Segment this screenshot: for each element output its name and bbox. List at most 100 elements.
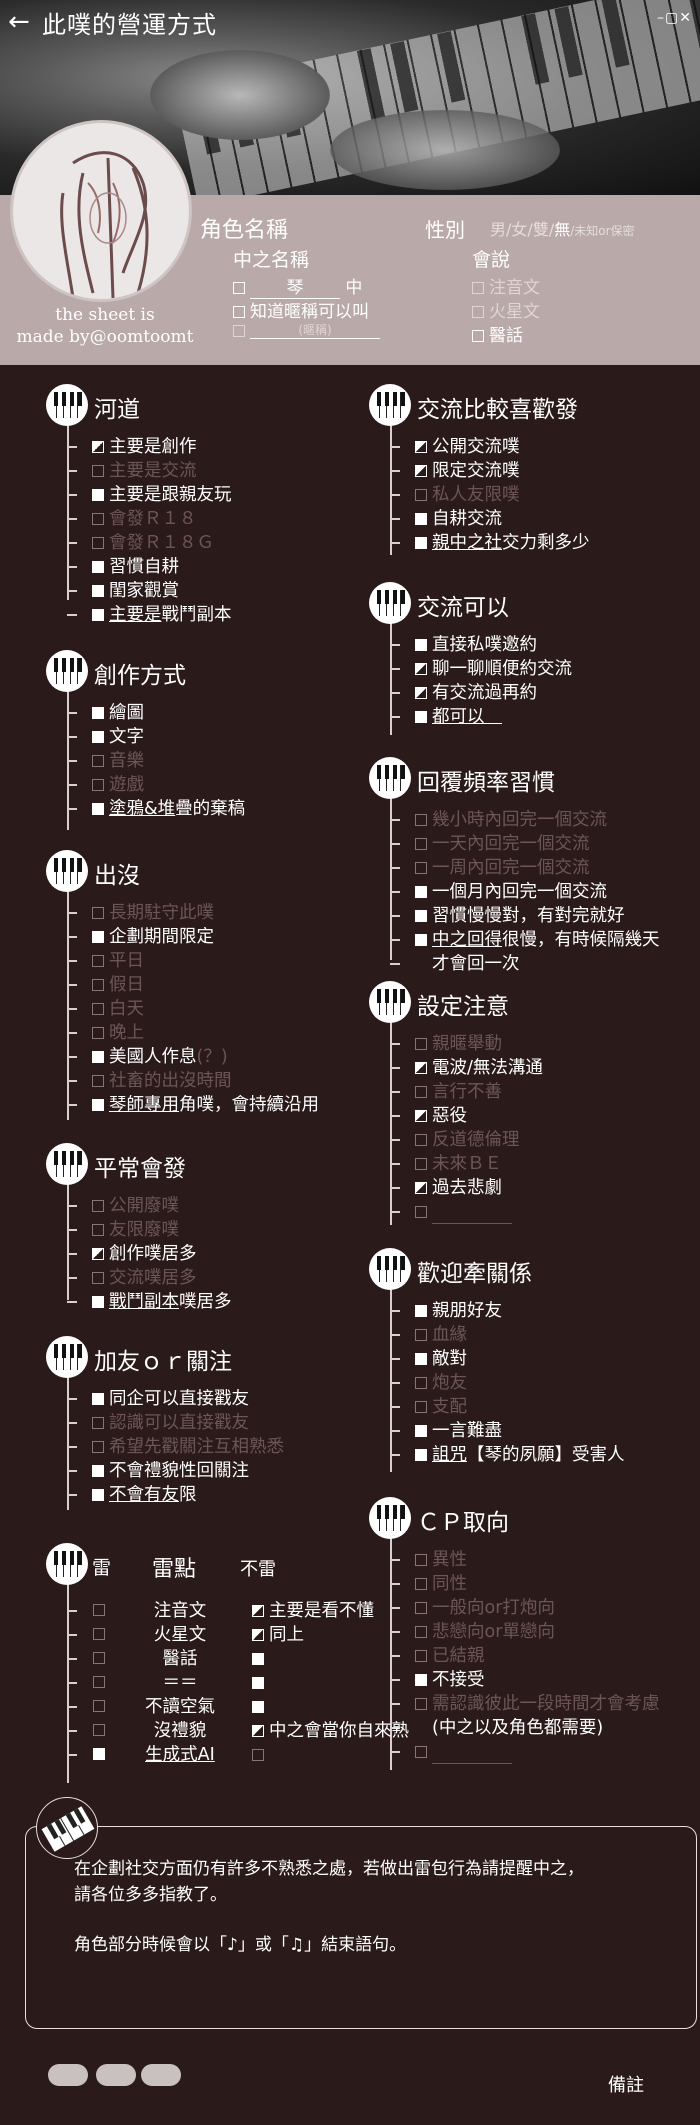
not-thunder-item[interactable]: 同上	[252, 1624, 304, 1646]
checklist-item[interactable]: 美國人作息(？)	[92, 1046, 228, 1068]
checkbox[interactable]	[252, 1677, 264, 1689]
checklist-item[interactable]: 塗鴉&堆疊的棄稿	[92, 798, 245, 820]
checklist-item[interactable]: 中之回得很慢，有時候隔幾天	[415, 929, 660, 951]
checklist-item[interactable]: 戰鬥副本噗居多	[92, 1291, 232, 1313]
checkbox[interactable]	[415, 934, 427, 946]
checklist-item[interactable]: 有交流過再約	[415, 682, 537, 704]
checkbox[interactable]	[415, 1746, 427, 1758]
checklist-item[interactable]: 反道德倫理	[415, 1129, 520, 1151]
checkbox[interactable]	[415, 910, 427, 922]
checklist-item[interactable]: 過去悲劇	[415, 1177, 502, 1199]
tab-pill[interactable]	[141, 2064, 181, 2086]
not-thunder-item[interactable]	[252, 1696, 269, 1718]
checkbox[interactable]	[415, 1401, 427, 1413]
checklist-item[interactable]: 電波/無法溝通	[415, 1057, 543, 1079]
checkbox[interactable]	[415, 1698, 427, 1710]
checkbox[interactable]	[415, 1134, 427, 1146]
checklist-item[interactable]: 創作噗居多	[92, 1243, 197, 1265]
checklist-item[interactable]: 社畜的出沒時間	[92, 1070, 232, 1092]
checkbox[interactable]	[92, 1417, 104, 1429]
checklist-item[interactable]: 同企可以直接戳友	[92, 1388, 249, 1410]
checkbox[interactable]	[415, 1305, 427, 1317]
checkbox[interactable]	[92, 1224, 104, 1236]
checkbox[interactable]	[92, 979, 104, 991]
checkbox[interactable]	[233, 282, 245, 294]
tab-pill[interactable]	[48, 2064, 88, 2086]
checklist-item[interactable]: 私人友限噗	[415, 484, 520, 506]
checkbox[interactable]	[92, 1051, 104, 1063]
checkbox[interactable]	[415, 1425, 427, 1437]
checklist-item[interactable]: 公開廢噗	[92, 1195, 179, 1217]
checklist-item[interactable]: 不會有友限	[92, 1484, 197, 1506]
checklist-item[interactable]: 會發Ｒ１８	[92, 508, 197, 530]
checkbox[interactable]	[252, 1605, 264, 1617]
thunder-checkbox[interactable]	[93, 1724, 105, 1736]
checklist-item[interactable]: (中之以及角色都需要)	[432, 1717, 603, 1739]
thunder-checkbox[interactable]	[93, 1604, 105, 1616]
checklist-item[interactable]: 異性	[415, 1549, 467, 1571]
checkbox[interactable]	[92, 609, 104, 621]
checklist-item[interactable]: 繪圖	[92, 702, 144, 724]
checkbox[interactable]	[92, 1393, 104, 1405]
checklist-item[interactable]: 自耕交流	[415, 508, 502, 530]
checklist-item[interactable]: 交流噗居多	[92, 1267, 197, 1289]
speak-row[interactable]: 醫話	[472, 321, 523, 346]
blank-field[interactable]	[432, 1741, 512, 1764]
checklist-item[interactable]: 親暱舉動	[415, 1033, 502, 1055]
checklist-item[interactable]: 希望先戳關注互相熟悉	[92, 1436, 284, 1458]
checkbox[interactable]	[472, 306, 484, 318]
checklist-item[interactable]: 支配	[415, 1396, 467, 1418]
checklist-item[interactable]: 一天內回完一個交流	[415, 833, 590, 855]
checkbox[interactable]	[415, 1086, 427, 1098]
checklist-item[interactable]	[415, 1201, 512, 1224]
checklist-item[interactable]: 友限廢噗	[92, 1219, 179, 1241]
checklist-item[interactable]: 言行不善	[415, 1081, 502, 1103]
checkbox[interactable]	[415, 711, 427, 723]
checkbox[interactable]	[415, 1353, 427, 1365]
checklist-item[interactable]: 親中之社交力剩多少	[415, 532, 590, 554]
checkbox[interactable]	[252, 1653, 264, 1665]
checklist-item[interactable]: 主要是戰鬥副本	[92, 604, 232, 626]
checklist-item[interactable]: 需認識彼此一段時間才會考慮	[415, 1693, 660, 1715]
checklist-item[interactable]: 親朋好友	[415, 1300, 502, 1322]
checkbox[interactable]	[415, 489, 427, 501]
checklist-item[interactable]: 會發Ｒ１８Ｇ	[92, 532, 214, 554]
checkbox[interactable]	[92, 585, 104, 597]
blank-field[interactable]	[432, 1201, 512, 1224]
checkbox[interactable]	[92, 1075, 104, 1087]
checklist-item[interactable]: 文字	[92, 726, 144, 748]
checkbox[interactable]	[252, 1701, 264, 1713]
checkbox[interactable]	[415, 537, 427, 549]
checkbox[interactable]	[472, 282, 484, 294]
checkbox[interactable]	[415, 1674, 427, 1686]
checkbox[interactable]	[92, 955, 104, 967]
not-thunder-item[interactable]: 中之會當你自來熟	[252, 1720, 409, 1742]
checklist-item[interactable]: 主要是交流	[92, 460, 197, 482]
checkbox[interactable]	[415, 1158, 427, 1170]
checklist-item[interactable]: 血緣	[415, 1324, 467, 1346]
checkbox[interactable]	[92, 465, 104, 477]
gender-opt[interactable]: /未知or保密	[570, 224, 635, 238]
gender-opt[interactable]: 女/	[511, 220, 533, 239]
checkbox[interactable]	[92, 931, 104, 943]
checklist-item[interactable]	[415, 1741, 512, 1764]
gender-opt[interactable]: 雙/	[532, 220, 555, 239]
checklist-item[interactable]: 已結親	[415, 1645, 485, 1667]
checklist-item[interactable]: 一般向or打炮向	[415, 1597, 555, 1619]
checkbox[interactable]	[92, 731, 104, 743]
checkbox[interactable]	[415, 1578, 427, 1590]
speak-row[interactable]: 火星文	[472, 297, 540, 322]
checkbox[interactable]	[92, 803, 104, 815]
checklist-item[interactable]: 假日	[92, 974, 144, 996]
thunder-checkbox[interactable]	[93, 1676, 105, 1688]
checkbox[interactable]	[92, 1465, 104, 1477]
checklist-item[interactable]: 一言難盡	[415, 1420, 502, 1442]
not-thunder-item[interactable]	[252, 1672, 269, 1694]
checklist-item[interactable]: 詛咒【琴的夙願】受害人	[415, 1444, 625, 1466]
checkbox[interactable]	[92, 441, 104, 453]
checkbox[interactable]	[233, 306, 245, 318]
checklist-item[interactable]: 悲戀向or單戀向	[415, 1621, 555, 1643]
checklist-item[interactable]: 白天	[92, 998, 144, 1020]
gender-opt-selected[interactable]: 無	[554, 220, 571, 239]
checkbox[interactable]	[92, 1296, 104, 1308]
